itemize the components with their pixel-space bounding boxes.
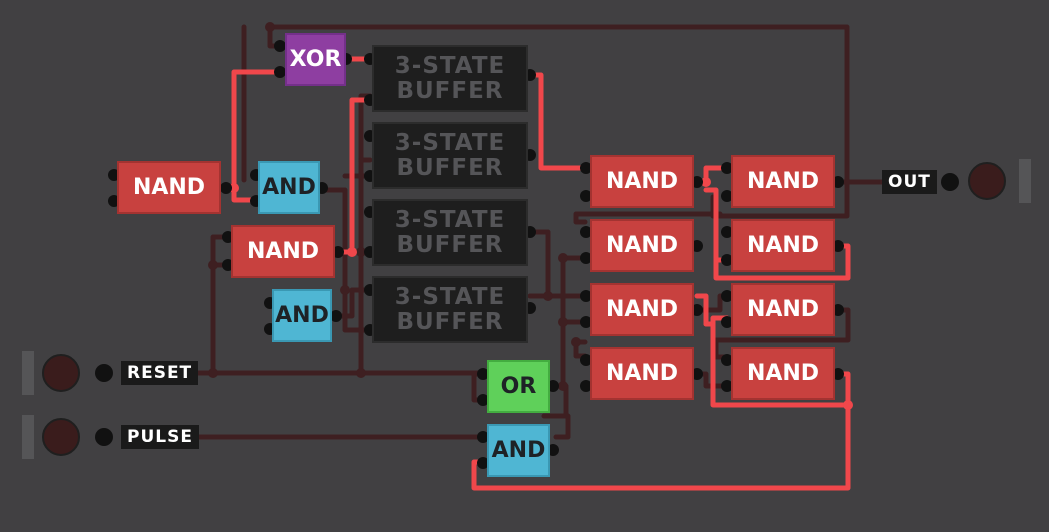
nand-gate-b[interactable]: NAND <box>231 225 335 278</box>
wire-reset-vertical <box>210 234 229 376</box>
wire-and-top <box>319 187 373 333</box>
out-pin-handle[interactable] <box>1019 159 1031 203</box>
wire-nand-left-col <box>573 211 723 225</box>
out-output-pin[interactable] <box>968 162 1006 200</box>
and-gate-b[interactable]: AND <box>272 289 332 342</box>
tristate-buffer-1[interactable]: 3-STATE BUFFER <box>372 45 528 112</box>
or-gate[interactable]: OR <box>487 360 550 413</box>
nand-gate-a[interactable]: NAND <box>117 161 221 214</box>
nand-gate-r3c1[interactable]: NAND <box>590 283 694 336</box>
nand-gate-r3c2[interactable]: NAND <box>731 283 835 336</box>
wire-buf1-out <box>527 72 588 171</box>
wire-nand-r3-cross <box>694 293 709 327</box>
nand-gate-r2c2[interactable]: NAND <box>731 219 835 272</box>
pulse-label: PULSE <box>121 425 199 449</box>
and-gate-a[interactable]: AND <box>258 161 320 214</box>
wire-xor-in <box>231 69 281 203</box>
pulse-input-pin[interactable] <box>42 418 80 456</box>
wire-nand-r3c2-out <box>713 307 851 360</box>
wire-right-cross <box>710 315 851 408</box>
nand-gate-r1c1[interactable]: NAND <box>590 155 694 208</box>
tristate-buffer-4[interactable]: 3-STATE BUFFER <box>372 276 528 343</box>
wire-nand-r1-cross-b <box>703 187 851 281</box>
reset-pin-handle[interactable] <box>22 351 34 395</box>
reset-input-pin[interactable] <box>42 354 80 392</box>
tristate-buffer-2[interactable]: 3-STATE BUFFER <box>372 122 528 189</box>
nand-gate-r2c1[interactable]: NAND <box>590 219 694 272</box>
nand-gate-r4c2[interactable]: NAND <box>731 347 835 400</box>
wire-and-b-out <box>335 287 373 319</box>
nand-gate-r4c1[interactable]: NAND <box>590 347 694 400</box>
reset-label: RESET <box>121 361 199 385</box>
wire-right-bus <box>471 371 851 491</box>
wire-buf3-out <box>527 229 588 299</box>
wire-reset-bus <box>187 370 496 377</box>
tristate-buffer-3[interactable]: 3-STATE BUFFER <box>372 199 528 266</box>
pulse-pin-handle[interactable] <box>22 415 34 459</box>
out-label: OUT <box>882 170 937 194</box>
wire-and-c-loop <box>541 413 571 440</box>
xor-gate[interactable]: XOR <box>285 33 346 86</box>
nand-gate-r1c2[interactable]: NAND <box>731 155 835 208</box>
and-gate-c[interactable]: AND <box>487 424 550 477</box>
